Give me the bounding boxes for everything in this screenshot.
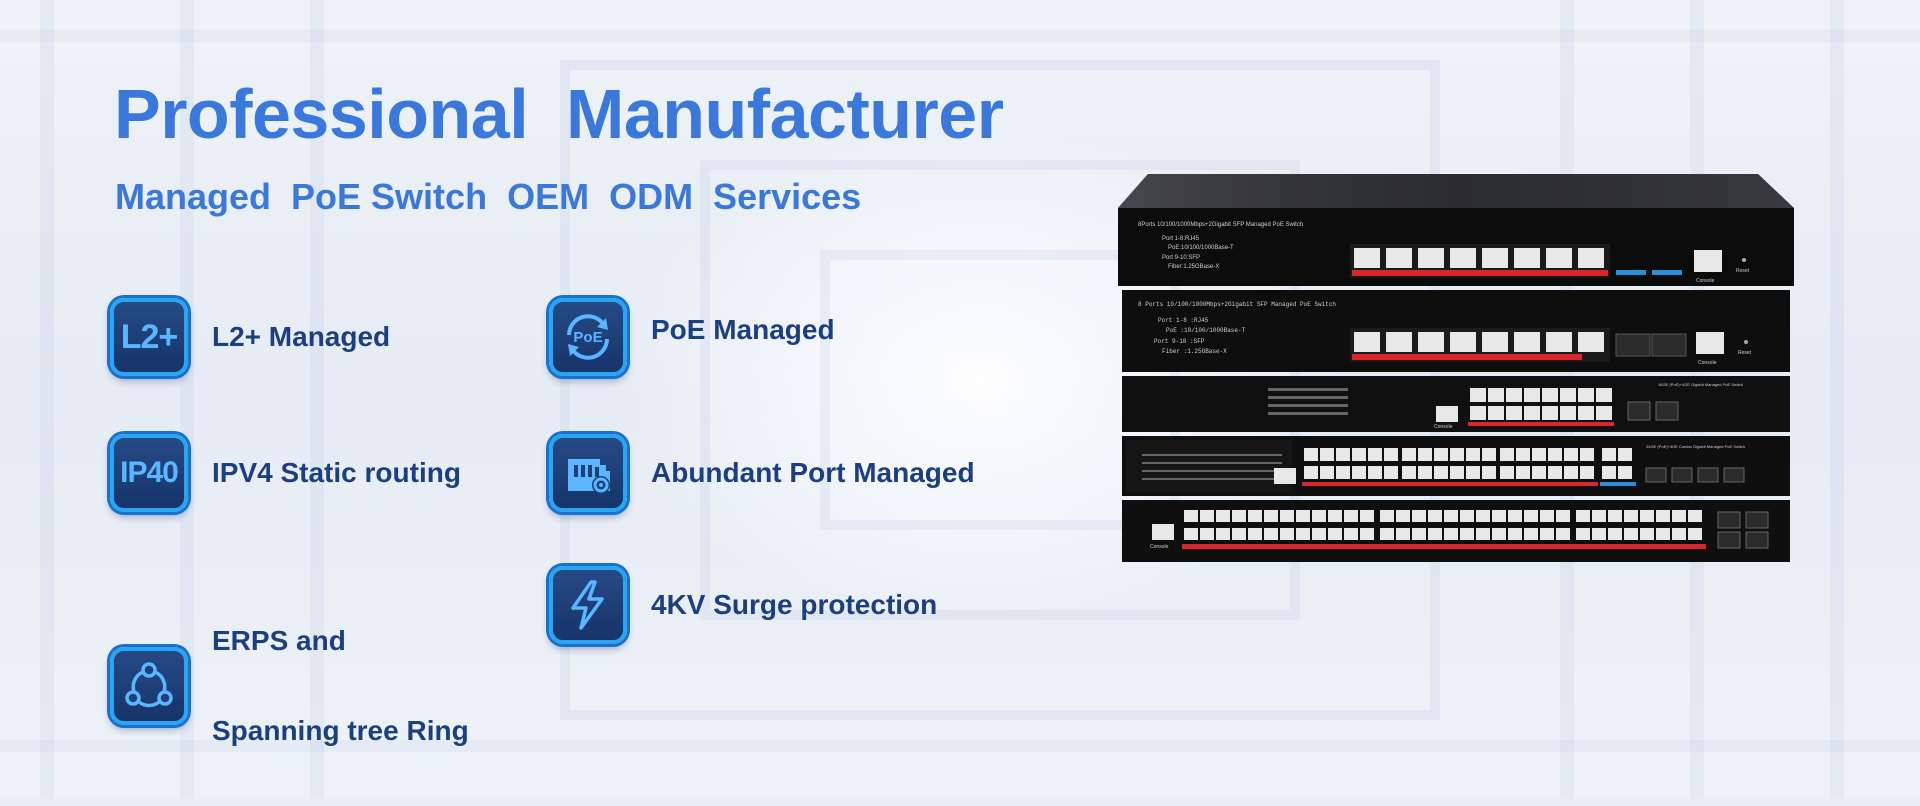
- switch-unit: Console 16GE (PoE)+4GE Gigabit Managed P…: [1122, 376, 1790, 432]
- feature-l2-managed: L2+ L2+ Managed: [110, 298, 390, 376]
- feature-label: L2+ Managed: [212, 321, 391, 352]
- svg-text:Reset: Reset: [1738, 350, 1752, 356]
- feature-label: IPV4 Static routing: [212, 457, 461, 488]
- svg-text:8Ports 10/100/1000Mbps+2Gigabi: 8Ports 10/100/1000Mbps+2Gigabit SFP Mana…: [1138, 222, 1303, 228]
- feature-erps-ring: ERPS and Spanning tree Ring: [110, 566, 469, 806]
- feature-label-line: ERPS and: [212, 625, 346, 656]
- svg-text:Fiber :1.25GBase-X: Fiber :1.25GBase-X: [1162, 348, 1227, 355]
- svg-text:Console: Console: [1434, 424, 1453, 430]
- svg-text:PoE:10/100/1000Base-T: PoE:10/100/1000Base-T: [1168, 245, 1234, 251]
- port-group: [1304, 448, 1632, 479]
- lightning-icon: [549, 566, 627, 644]
- switch-unit: 8 Ports 10/100/1000Mbps+2Gigabit SFP Man…: [1122, 290, 1790, 372]
- switch-unit: Console: [1122, 500, 1790, 562]
- svg-text:Port 9-10 :SFP: Port 9-10 :SFP: [1154, 338, 1205, 345]
- svg-text:Fiber:1.25GBase-X: Fiber:1.25GBase-X: [1168, 264, 1219, 270]
- svg-text:Console: Console: [1698, 360, 1717, 366]
- svg-text:PoE :10/100/1000Base-T: PoE :10/100/1000Base-T: [1166, 327, 1246, 334]
- feature-label: 4KV Surge protection: [651, 589, 938, 620]
- l2-plus-icon: L2+: [110, 298, 188, 376]
- feature-label: Abundant Port Managed: [651, 457, 975, 488]
- page-title: Professional Manufacturer: [114, 75, 1004, 153]
- feature-label: ERPS and Spanning tree Ring: [212, 566, 469, 806]
- feature-poe-managed: PoE PoE Managed: [549, 298, 835, 376]
- poe-icon: PoE: [549, 298, 627, 376]
- feature-label: PoE Managed: [651, 314, 835, 345]
- svg-text:Port 9-10:SFP: Port 9-10:SFP: [1162, 255, 1200, 261]
- feature-ipv4-routing: IP40 IPV4 Static routing: [110, 434, 461, 512]
- svg-text:16GE (PoE)+4GE Gigabit Managed: 16GE (PoE)+4GE Gigabit Managed PoE Switc…: [1658, 382, 1743, 387]
- feature-port-managed: Abundant Port Managed: [549, 434, 975, 512]
- port-managed-icon: [549, 434, 627, 512]
- svg-text:8 Ports 10/100/1000Mbps+2Gigab: 8 Ports 10/100/1000Mbps+2Gigabit SFP Man…: [1138, 301, 1336, 308]
- ip40-icon: IP40: [110, 434, 188, 512]
- svg-text:Reset: Reset: [1736, 268, 1750, 274]
- svg-text:PoE: PoE: [573, 329, 602, 346]
- feature-label-line: Spanning tree Ring: [212, 715, 469, 746]
- switch-unit: 24GE (PoE)+4GE Combo Gigabit Managed PoE…: [1122, 436, 1790, 496]
- svg-text:24GE (PoE)+4GE Combo Gigabit M: 24GE (PoE)+4GE Combo Gigabit Managed PoE…: [1646, 444, 1745, 449]
- svg-text:Port 1-8 :RJ45: Port 1-8 :RJ45: [1158, 317, 1209, 324]
- switch-unit: 8Ports 10/100/1000Mbps+2Gigabit SFP Mana…: [1118, 208, 1794, 286]
- switch-stack-image: 8Ports 10/100/1000Mbps+2Gigabit SFP Mana…: [1118, 174, 1794, 562]
- feature-surge-protection: 4KV Surge protection: [549, 566, 937, 644]
- port-group: [1184, 510, 1702, 540]
- svg-text:Console: Console: [1696, 278, 1715, 284]
- svg-text:Console: Console: [1150, 544, 1169, 550]
- page-subtitle: Managed PoE Switch OEM ODM Services: [115, 176, 862, 217]
- svg-text:Port 1-8:RJ45: Port 1-8:RJ45: [1162, 236, 1200, 242]
- ring-network-icon: [110, 647, 188, 725]
